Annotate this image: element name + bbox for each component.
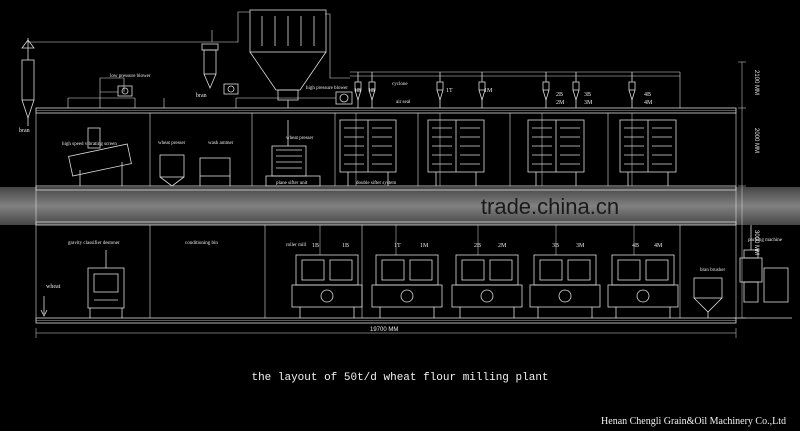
label-bran-left: bran	[19, 128, 30, 134]
packing-machine	[734, 225, 792, 319]
dimension-top-label: 2100 MM	[753, 70, 759, 96]
plane-sifter	[619, 119, 677, 186]
label-high-pressure-blower: high pressure blower	[306, 86, 348, 91]
code-mill-5a: 4B	[632, 243, 640, 249]
code-mill-2a: 1T	[394, 243, 401, 249]
wheat-presser-unit	[159, 154, 231, 187]
code-top-4: 1M	[484, 88, 493, 94]
cyclone-unit	[572, 72, 580, 108]
code-top-9: 4B	[644, 92, 652, 98]
label-air-seal: air seal	[396, 100, 411, 105]
label-conditioning-bin: conditioning bin	[185, 241, 218, 246]
roller-mill	[371, 254, 443, 318]
dimension-mid-label: 2000 MM	[753, 128, 759, 154]
label-low-pressure-blower: low pressure blower	[110, 74, 151, 79]
code-top-8: 3M	[584, 100, 593, 106]
label-cyclone: cyclone	[392, 82, 408, 87]
floor-top	[35, 107, 737, 114]
roller-mill	[451, 254, 523, 318]
code-top-6: 2M	[556, 100, 565, 106]
floor-ground	[35, 317, 737, 324]
cyclone-unit	[478, 72, 486, 108]
label-wash-ammer: wash ammer	[208, 141, 234, 146]
code-mill-1b: 1B	[342, 243, 350, 249]
company-name: Henan Chengli Grain&Oil Machinery Co.,Lt…	[601, 416, 786, 427]
cyclone-unit	[354, 72, 362, 108]
code-mill-3a: 2B	[474, 243, 482, 249]
wheat-presser-unit-2	[265, 120, 321, 187]
label-double-sifter-system: double sifter system	[356, 181, 397, 186]
pipe-network-top	[28, 11, 681, 108]
roller-mill-row	[291, 254, 679, 318]
dust-collector	[249, 9, 327, 108]
code-top-10: 4M	[644, 100, 653, 106]
cyclone-unit	[542, 72, 550, 108]
wheat-inlet-arrow	[40, 296, 48, 317]
diagram-caption: the layout of 50t/d wheat flour milling …	[251, 372, 549, 384]
code-mill-1a: 1B	[312, 243, 320, 249]
label-wheat: wheat	[46, 284, 61, 290]
roller-mill	[529, 254, 601, 318]
roller-mill	[607, 254, 679, 318]
vibrating-screen	[68, 127, 132, 186]
cyclone-mid	[201, 43, 239, 95]
code-mill-5b: 4M	[654, 243, 663, 249]
dimension-bottom-label: 3000 MM	[753, 230, 759, 256]
code-top-3: 1T	[446, 88, 453, 94]
label-bran-mid: bran	[196, 93, 207, 99]
label-wheat-presser: wheat presser	[158, 141, 186, 146]
code-top-1: 1B	[354, 88, 362, 94]
label-roller-mill: roller mill	[286, 243, 307, 248]
code-top-7: 3B	[584, 92, 592, 98]
label-bran-brusher: bran brusher	[700, 268, 726, 273]
label-wheat-presser-2: wheat presser	[286, 136, 314, 141]
code-mill-2b: 1M	[420, 243, 429, 249]
code-top-2: 1B	[368, 88, 376, 94]
code-mill-3b: 2M	[498, 243, 507, 249]
plane-sifter	[527, 119, 585, 186]
cyclone-unit	[628, 72, 636, 108]
label-packing-machine: packing machine	[748, 238, 783, 243]
low-pressure-blower	[117, 85, 133, 97]
code-mill-4b: 3M	[576, 243, 585, 249]
pneumatic-pipes	[319, 113, 635, 255]
dimension-total	[35, 328, 737, 338]
code-top-5: 2B	[556, 92, 564, 98]
dimension-total-label: 19700 MM	[370, 327, 399, 333]
label-gravity-destoner: gravity classifier destoner	[68, 241, 120, 246]
watermark-band	[0, 187, 800, 225]
cyclone-unit	[368, 72, 376, 108]
cyclone-left	[21, 38, 35, 126]
label-vibrating-screen: high speed vibrating screen	[62, 142, 117, 147]
bran-brusher	[693, 277, 723, 318]
watermark-text: trade.china.cn	[480, 194, 620, 219]
cyclone-row	[354, 72, 636, 108]
high-pressure-blower	[335, 91, 353, 105]
plane-sifter	[427, 119, 485, 186]
roller-mill	[291, 254, 363, 318]
plane-sifter	[339, 119, 397, 186]
code-mill-4a: 3B	[552, 243, 560, 249]
gravity-destoner	[87, 250, 125, 318]
label-plane-sifter-unit: plane sifter unit	[276, 181, 308, 186]
cyclone-unit	[436, 72, 444, 108]
plane-sifter-row	[339, 119, 677, 186]
